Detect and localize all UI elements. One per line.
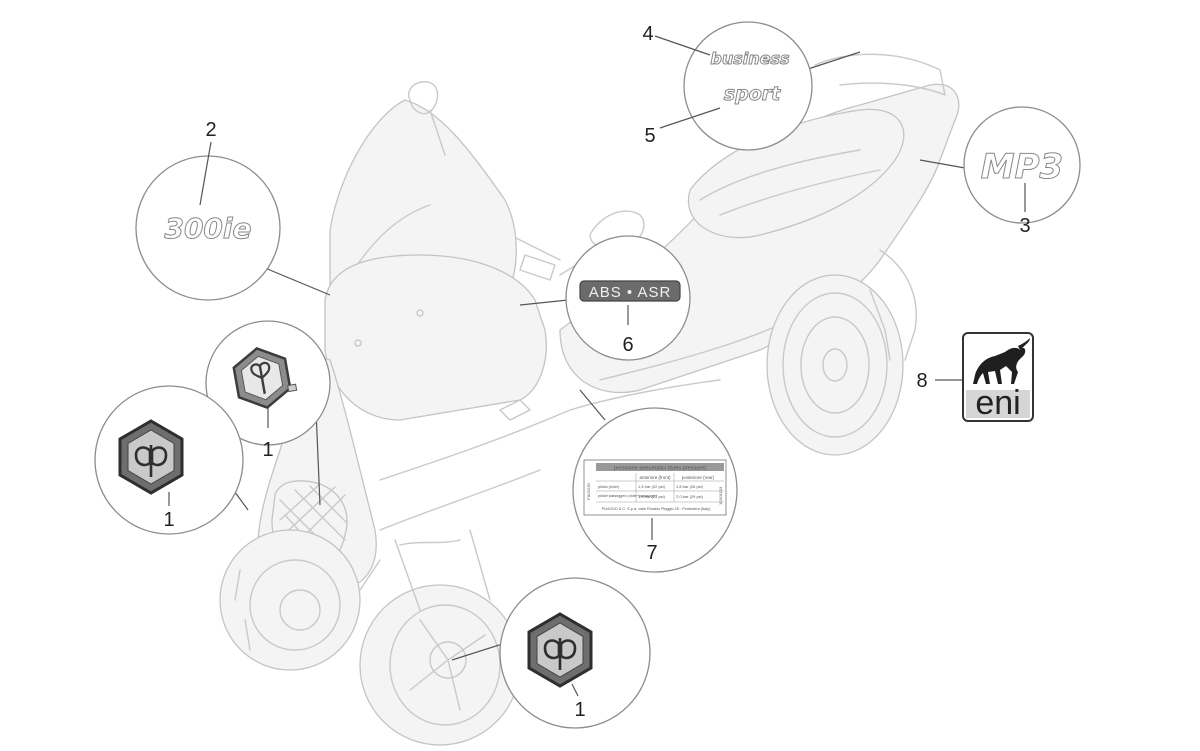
tyre-label-title-bar (596, 463, 724, 471)
ref-number-7: 7 (646, 542, 657, 564)
callout-business-sport: business sport 4 5 (642, 21, 861, 151)
ref-number-4: 4 (642, 23, 653, 45)
ref-number-3: 3 (1019, 215, 1030, 237)
tyre-label-row2-front: 1,5 bar (22 psi) (638, 494, 666, 499)
eni-sticker: eni 8 (916, 332, 1034, 422)
tyre-label-row2-label: pilota+passeggero (rider+passenger) (598, 494, 657, 498)
tyre-label-row2-rear: 2,0 bar (29 psi) (676, 494, 704, 499)
six-legged-dog-icon (973, 347, 1026, 384)
piaggio-hexagon-icon (232, 347, 298, 409)
callout-300ie: 300ie 2 (135, 119, 331, 301)
callout-piaggio-front: 1 (94, 385, 249, 535)
piaggio-hexagon-icon (118, 419, 184, 495)
callout-abs-asr: ABS • ASR 6 (519, 235, 691, 361)
callout-piaggio-side: 1 (205, 320, 331, 506)
badge-eni: eni (975, 384, 1020, 422)
ref-number-8: 8 (916, 370, 927, 392)
callout-piaggio-wheel: 1 (451, 577, 651, 729)
callout-mp3: MP3 3 (919, 106, 1081, 237)
tyre-label-col-rear: posteriore (rear) (682, 475, 715, 480)
tyre-label-row1-front: 1,5 bar (22 psi) (638, 484, 666, 489)
abs-asr-plate (579, 280, 681, 302)
ref-number-2: 2 (205, 119, 216, 141)
badge-mp3: MP3 (981, 147, 1063, 187)
ref-number-6: 6 (622, 334, 633, 356)
callout-tyre-pressure: pressione pneumatici (tyres pressure) an… (572, 389, 738, 573)
badge-300ie: 300ie (164, 212, 251, 245)
ref-number-1-front: 1 (163, 509, 174, 531)
piaggio-hexagon-icon (527, 612, 593, 688)
tyre-label-row1-label: pilota (rider) (598, 484, 620, 489)
badge-sport: sport (724, 83, 781, 105)
tyre-label-side-left: PIAGGIO (586, 483, 591, 500)
ref-number-1-wheel: 1 (574, 699, 585, 721)
badge-abs-asr: ABS • ASR (589, 284, 672, 301)
tyre-label-row1-rear: 1,8 bar (26 psi) (676, 484, 704, 489)
ref-number-1-side: 1 (262, 439, 273, 461)
tyre-label-title: pressione pneumatici (tyres pressure) (614, 466, 706, 472)
tyre-label-side-right: 1D001133 (718, 486, 723, 505)
badge-business: business (710, 49, 789, 68)
ref-number-5: 5 (644, 125, 655, 147)
tyre-label-footer: PIAGGIO & C. S.p.a. viale Rinaldo Piaggi… (602, 507, 711, 511)
tyre-label-col-front: anteriore (front) (639, 475, 671, 480)
